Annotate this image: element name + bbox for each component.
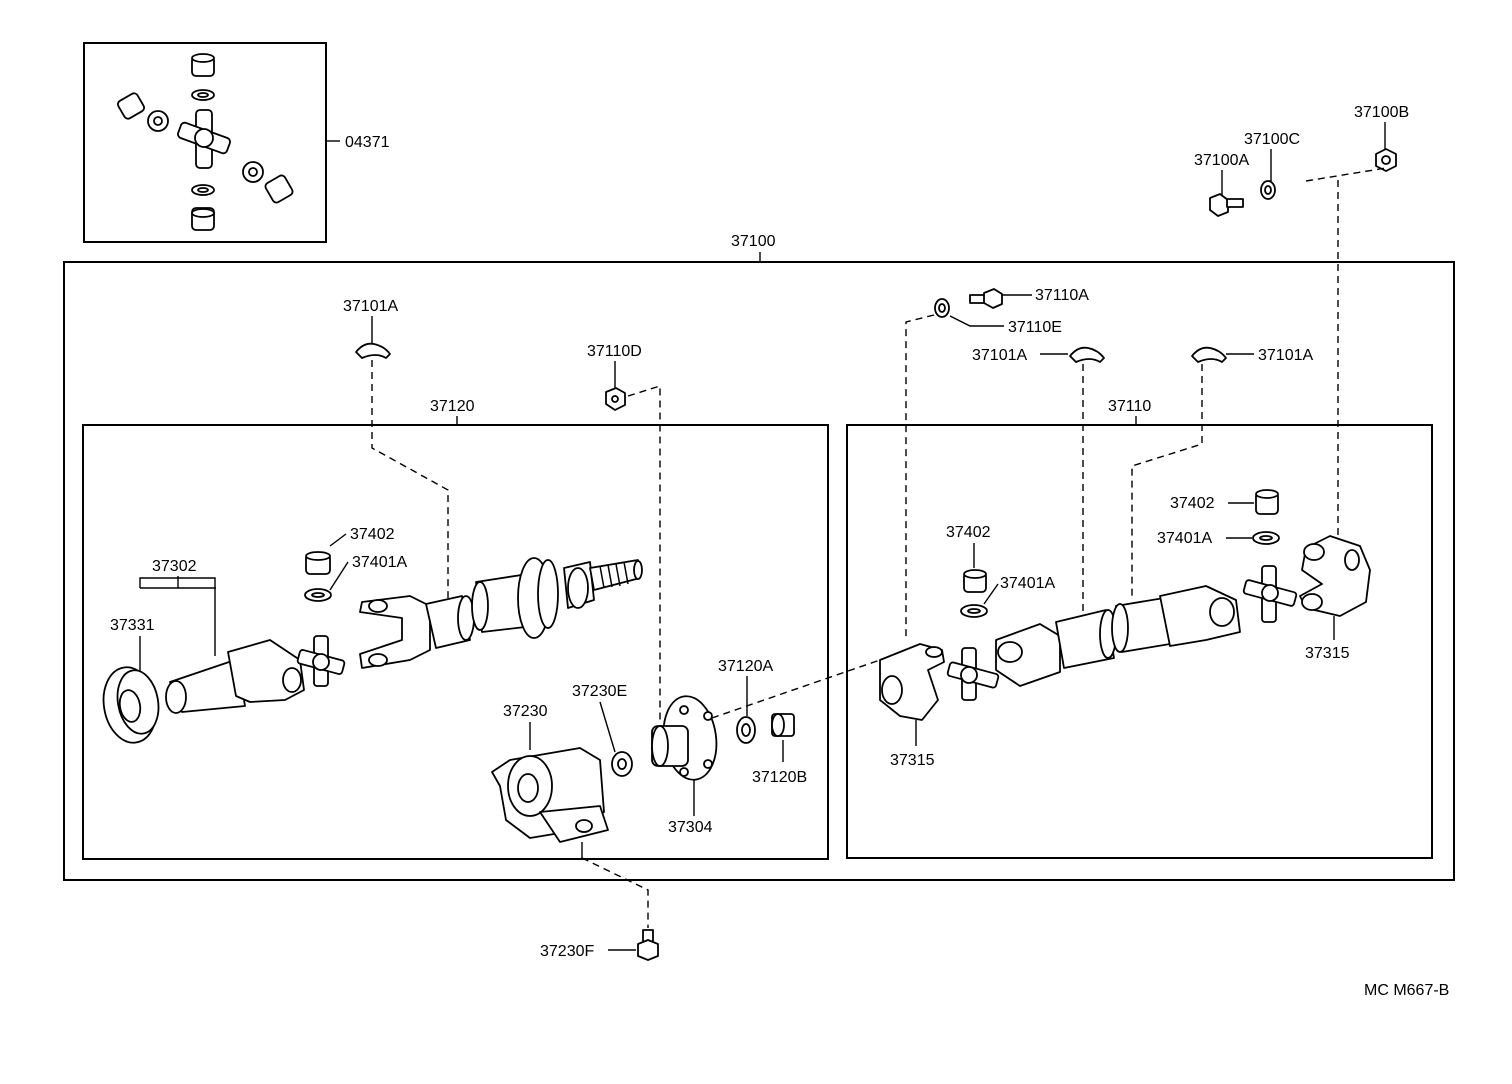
spider-right-icon <box>1242 565 1298 623</box>
diagram-code: MC M667-B <box>1364 982 1449 999</box>
label-37110E: 37110E <box>1008 319 1062 336</box>
label-37100: 37100 <box>731 233 776 250</box>
label-37230: 37230 <box>503 703 548 720</box>
label-37110D: 37110D <box>587 343 642 360</box>
center-shaft-37120-icon <box>359 557 643 669</box>
label-37100A: 37100A <box>1194 152 1249 169</box>
spider-mid-icon <box>946 647 1000 701</box>
clip-37101A-mid-icon <box>1069 346 1105 363</box>
seal-37331-icon <box>102 666 160 744</box>
label-37331: 37331 <box>110 617 155 634</box>
label-37101A-mid: 37101A <box>972 347 1027 364</box>
shaft-37120-frame <box>82 424 829 860</box>
label-37230E: 37230E <box>572 683 627 700</box>
label-37120A: 37120A <box>718 658 773 675</box>
cap-37402-mid-icon <box>963 569 987 593</box>
label-37302: 37302 <box>152 558 197 575</box>
label-37110: 37110 <box>1108 398 1151 415</box>
clip-37101A-left-icon <box>355 342 391 359</box>
label-37402-right: 37402 <box>1170 495 1215 512</box>
label-37100B: 37100B <box>1354 104 1409 121</box>
label-37402-mid: 37402 <box>946 524 991 541</box>
label-04371: 04371 <box>345 134 390 151</box>
label-37304: 37304 <box>668 819 713 836</box>
label-37120B: 37120B <box>752 769 807 786</box>
label-37401A-right: 37401A <box>1157 530 1212 547</box>
label-37401A-left: 37401A <box>352 554 407 571</box>
clip-37101A-right-icon <box>1191 346 1227 363</box>
bolt-37100A-icon <box>1209 193 1244 217</box>
nut-37120B-icon <box>771 713 795 737</box>
center-bearing-37230-icon <box>491 747 609 843</box>
rear-shaft-37110-icon <box>995 585 1241 687</box>
shaft-37110-frame <box>846 424 1433 859</box>
label-37101A-right: 37101A <box>1258 347 1313 364</box>
bolt-37110A-icon <box>969 288 1003 309</box>
label-37230F: 37230F <box>540 943 594 960</box>
cap-37402-left-icon <box>305 551 331 575</box>
label-37315-right: 37315 <box>1305 645 1350 662</box>
label-37401A-mid: 37401A <box>1000 575 1055 592</box>
cap-37402-right-icon <box>1255 489 1279 515</box>
label-37402-left: 37402 <box>350 526 395 543</box>
label-37101A-left: 37101A <box>343 298 398 315</box>
flange-37304-icon <box>651 695 718 781</box>
label-37120: 37120 <box>430 398 475 415</box>
label-37315-left: 37315 <box>890 752 935 769</box>
flange-yoke-37315-left-icon <box>879 643 945 721</box>
bolt-37230F-icon <box>637 929 659 961</box>
spider-left-icon <box>296 635 346 687</box>
spider-kit-parts <box>117 53 294 231</box>
slip-yoke-37302-icon <box>165 639 305 714</box>
kit-04371-frame <box>83 42 327 243</box>
assy-37100-frame <box>63 261 1455 881</box>
flange-yoke-37315-right-icon <box>1299 535 1371 617</box>
label-37100C: 37100C <box>1244 131 1300 148</box>
label-37110A: 37110A <box>1035 287 1089 304</box>
